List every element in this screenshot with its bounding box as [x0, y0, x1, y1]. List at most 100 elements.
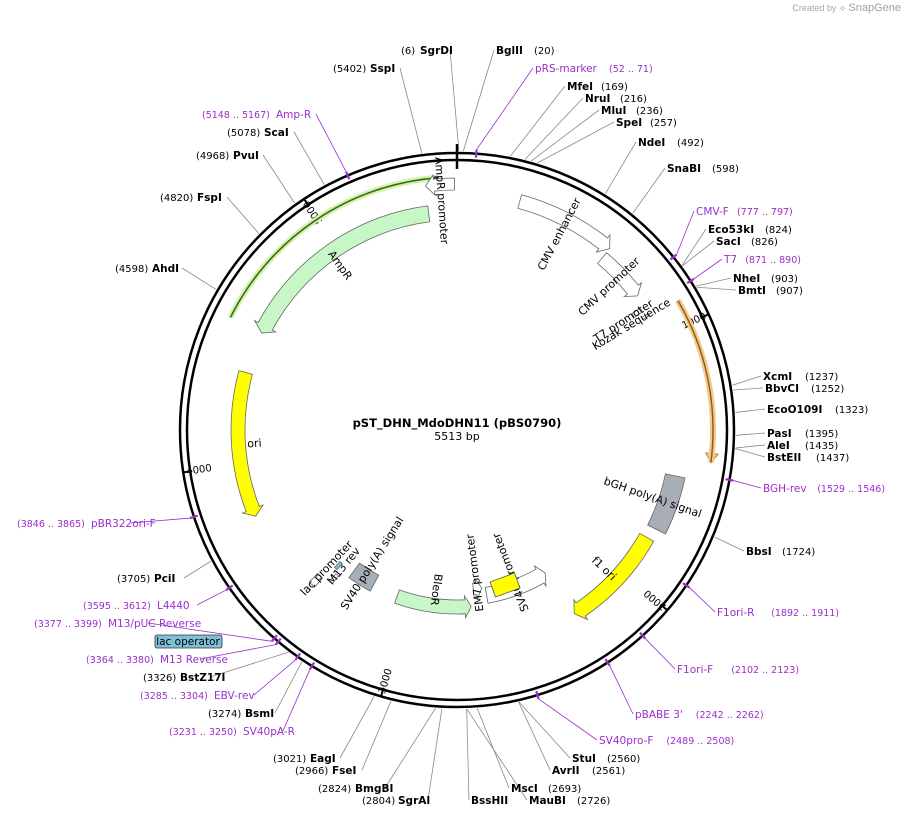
primer-t7[interactable]: T7 [723, 254, 737, 266]
enzyme-position: (216) [620, 94, 647, 105]
enzyme-pasi[interactable]: PasI [767, 428, 792, 440]
feature-kozak-sequence[interactable] [640, 312, 651, 321]
feature-f1-ori[interactable] [573, 532, 655, 621]
primer-cmv-f[interactable]: CMV-F [696, 206, 729, 218]
feature-lac-operator[interactable] [334, 560, 343, 571]
primer-site-bgh-rev [725, 478, 734, 482]
enzyme-sspi[interactable]: SspI [370, 63, 395, 75]
enzyme-pvui[interactable]: PvuI [233, 150, 259, 162]
primer-site-sv40pro-f [535, 690, 540, 700]
enzyme-sgrai[interactable]: SgrAI [398, 795, 430, 807]
tick-mark-3000 [380, 687, 385, 696]
feature-label-ampr-promoter: AmpR promoter [432, 156, 451, 245]
feature-ampr[interactable] [253, 205, 431, 334]
lac-operator-label: lac operator [156, 636, 220, 648]
primer-site-cmv-f [669, 253, 678, 261]
snapgene-credit: Created by ⟡ SnapGene [792, 2, 901, 14]
feature-ampr-promoter[interactable] [424, 174, 455, 197]
primer-range: (3846 .. 3865) [17, 519, 85, 530]
primer-f1ori-r[interactable]: F1ori-R [717, 607, 754, 619]
enzyme-ahdi[interactable]: AhdI [152, 263, 179, 275]
enzyme-fsei[interactable]: FseI [332, 765, 356, 777]
feature-bgh-poly-a-signal[interactable] [647, 473, 686, 535]
feature-em7-promoter[interactable] [472, 577, 483, 601]
enzyme-sgrdi[interactable]: SgrDI [420, 45, 453, 57]
feature-label-ori: ori [247, 437, 262, 451]
primer-site-amp-r [345, 171, 351, 180]
feature-lac-promoter[interactable] [308, 572, 324, 588]
connector-scai [293, 131, 325, 185]
feature-sv40-ori[interactable] [489, 572, 521, 598]
primer-pbabe-3[interactable]: pBABE 3' [635, 709, 683, 721]
enzyme-nhei[interactable]: NheI [733, 273, 760, 285]
enzyme-bbsi[interactable]: BbsI [746, 546, 772, 558]
enzyme-xcmi[interactable]: XcmI [763, 371, 792, 383]
enzyme-nrui[interactable]: NruI [585, 93, 610, 105]
enzyme-fspi[interactable]: FspI [197, 192, 222, 204]
tick-mark-2000 [659, 603, 668, 611]
primer-site-t7 [686, 277, 695, 285]
primer-connector-m13-puc-reverse [147, 622, 272, 642]
enzyme-bsshii[interactable]: BssHII [471, 795, 508, 807]
enzyme-mfei[interactable]: MfeI [567, 81, 593, 93]
enzyme-saci[interactable]: SacI [716, 236, 741, 248]
primer-pbr322ori-f[interactable]: pBR322ori-F [91, 518, 156, 530]
primer-sv40pa-r[interactable]: SV40pA-R [243, 726, 295, 738]
enzyme-position: (1237) [805, 372, 838, 383]
tick-mark-4000 [184, 470, 193, 474]
enzyme-snabi[interactable]: SnaBI [667, 163, 701, 175]
enzyme-pcii[interactable]: PciI [154, 573, 175, 585]
feature-cmv-enhancer[interactable] [517, 194, 611, 253]
enzyme-spei[interactable]: SpeI [616, 117, 642, 129]
primer-connector-amp-r [315, 113, 347, 172]
primer-f1ori-f[interactable]: F1ori-F [677, 664, 713, 676]
connector-bsteii [735, 448, 766, 458]
enzyme-msci[interactable]: MscI [511, 783, 538, 795]
enzyme-avrii[interactable]: AvrII [552, 765, 580, 777]
primer-bgh-rev[interactable]: BGH-rev [763, 483, 807, 495]
feature-ori[interactable] [230, 370, 265, 517]
enzyme-bsteii[interactable]: BstEII [767, 452, 801, 464]
primer-l4440[interactable]: L4440 [157, 600, 190, 612]
primer-prs-marker[interactable]: pRS-marker [535, 63, 598, 75]
tick-label-3000: 3000 [377, 667, 395, 694]
connector-ahdi [181, 267, 217, 290]
enzyme-stui[interactable]: StuI [572, 753, 596, 765]
primer-connector-f1ori-f [645, 638, 676, 670]
enzyme-eco53ki[interactable]: Eco53kI [708, 224, 754, 236]
enzyme-bstz17i[interactable]: BstZ17I [180, 672, 225, 684]
enzyme-position: (1435) [805, 441, 838, 452]
enzyme-position: (598) [712, 164, 739, 175]
enzyme-ndei[interactable]: NdeI [638, 137, 665, 149]
enzyme-ecoo109i[interactable]: EcoO109I [767, 404, 822, 416]
enzyme-mlui[interactable]: MluI [601, 105, 626, 117]
enzyme-bmgbi[interactable]: BmgBI [355, 783, 393, 795]
primer-m13-reverse[interactable]: M13 Reverse [160, 654, 228, 666]
enzyme-scai[interactable]: ScaI [264, 127, 289, 139]
feature-cmv-promoter[interactable] [597, 252, 643, 297]
primer-connector-t7 [693, 258, 723, 280]
enzyme-bsmi[interactable]: BsmI [245, 708, 274, 720]
primer-connector-bgh-rev [733, 480, 762, 489]
primer-m13-puc-reverse[interactable]: M13/pUC Reverse [108, 618, 201, 630]
enzyme-bbvci[interactable]: BbvCI [765, 383, 799, 395]
enzyme-bglii[interactable]: BglII [496, 45, 523, 57]
connector-sgrai [427, 708, 443, 801]
enzyme-bmti[interactable]: BmtI [738, 285, 766, 297]
feature-bleor[interactable] [394, 589, 472, 620]
feature-sv40-poly-a-signal[interactable] [348, 562, 380, 592]
enzyme-maubi[interactable]: MauBI [529, 795, 566, 807]
feature-t7-promoter[interactable] [631, 307, 644, 318]
primer-sv40pro-f[interactable]: SV40pro-F [599, 735, 653, 747]
primer-connector-ebv-rev [253, 659, 296, 696]
enzyme-alei[interactable]: AleI [767, 440, 790, 452]
connector-pasi [735, 432, 766, 436]
enzyme-position: (1724) [782, 547, 815, 558]
enzyme-eagi[interactable]: EagI [310, 753, 336, 765]
primer-ebv-rev[interactable]: EBV-rev [214, 690, 255, 702]
connector-lines [130, 49, 766, 801]
primer-amp-r[interactable]: Amp-R [276, 109, 311, 121]
tick-label-2000: 2000 [642, 587, 668, 612]
feature-m13-rev[interactable] [328, 573, 340, 585]
